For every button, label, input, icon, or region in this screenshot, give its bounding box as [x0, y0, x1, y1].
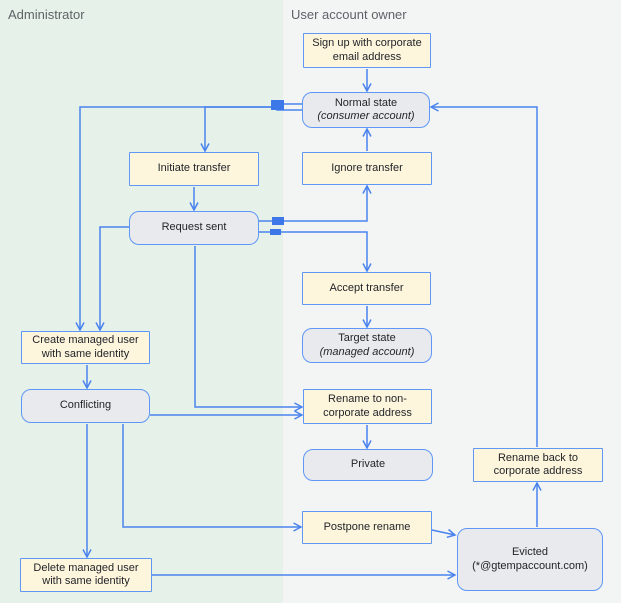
- lane-administrator: Administrator: [0, 0, 283, 603]
- edge-request-sent-to-rename-to-non-corporate: [194, 246, 302, 407]
- lane-user-account-owner-label: User account owner: [291, 7, 407, 22]
- lane-administrator-label: Administrator: [8, 7, 85, 22]
- edge-request-sent-to-accept-transfer: [259, 231, 367, 271]
- edge-postpone-rename-to-evicted: [431, 530, 455, 535]
- edge-junction-marker: [270, 229, 281, 235]
- edge-conflicting-to-postpone-rename: [122, 424, 301, 527]
- edge-request-sent-to-ignore-transfer: [259, 186, 367, 222]
- edge-normal-state-to-initiate-transfer: [205, 106, 302, 151]
- edge-junction-marker: [272, 217, 284, 225]
- edge-junction-marker: [271, 100, 284, 110]
- edge-request-sent-to-create-managed-user: [100, 226, 129, 330]
- edge-rename-back-to-normal-state: [431, 107, 538, 447]
- edge-normal-state-to-create-managed-user: [80, 103, 302, 330]
